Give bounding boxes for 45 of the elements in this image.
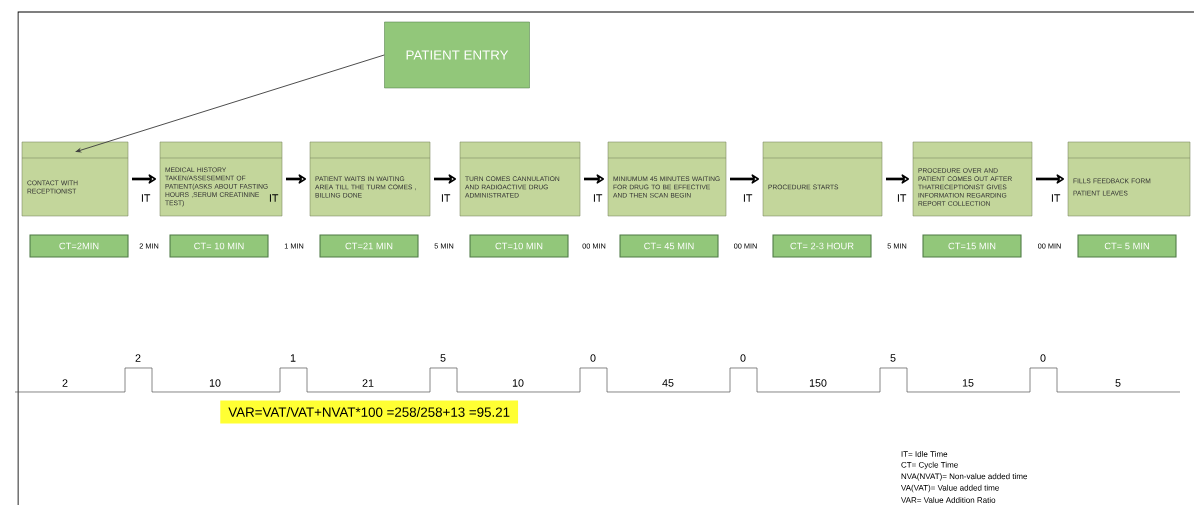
it-label: IT	[1051, 194, 1061, 202]
timeline-value: 21	[362, 379, 374, 387]
legend-text: NVA(NVAT)= Non-value added time	[901, 473, 1028, 481]
leader-arrow	[75, 54, 385, 153]
legend-text: VA(VAT)= Value added time	[901, 484, 999, 493]
cycle-time-box: CT= 45 MIN	[619, 234, 719, 258]
timeline-value: 0	[590, 354, 596, 362]
it-label: IT	[141, 194, 151, 202]
arrow	[1036, 174, 1064, 184]
it-label: IT	[269, 194, 279, 202]
legend-text: IT= Idle Time	[901, 451, 948, 457]
timeline-value: 0	[740, 354, 746, 362]
timeline-value: 10	[209, 379, 221, 387]
cycle-time-box: CT=15 MIN	[922, 234, 1022, 258]
legend-text: VAR= Value Addition Ratio	[901, 497, 996, 503]
timeline-value: 5	[440, 354, 446, 362]
timeline-value: 10	[512, 379, 524, 387]
arrow	[584, 174, 604, 184]
timeline-value: 2	[62, 379, 68, 387]
timeline-value: 2	[135, 354, 141, 362]
formula: VAR=VAT/VAT+NVAT*100 =258/258+13 =95.21	[220, 400, 519, 424]
entry-box: PATIENT ENTRY	[384, 21, 530, 89]
arrow	[886, 174, 909, 184]
timeline-value: 5	[890, 354, 896, 362]
timeline-value: 15	[962, 379, 974, 387]
timeline-value: 0	[1040, 354, 1046, 362]
cycle-time-box: CT= 10 MIN	[169, 234, 269, 258]
arrow	[132, 174, 156, 184]
timeline-value: 150	[809, 379, 827, 387]
it-label: IT	[441, 194, 451, 202]
cycle-time-box: CT= 5 MIN	[1077, 234, 1177, 258]
arrow	[286, 174, 306, 184]
arrow	[434, 174, 456, 184]
arrow	[730, 174, 759, 184]
cycle-time-box: CT=10 MIN	[469, 234, 569, 258]
it-label: IT	[743, 194, 753, 202]
cycle-time-box: CT=2MIN	[29, 234, 129, 258]
legend-text: CT= Cycle Time	[901, 461, 958, 470]
cycle-time-box: CT=21 MIN	[319, 234, 419, 258]
timeline-value: 1	[290, 354, 296, 362]
timeline-value: 45	[662, 379, 674, 387]
it-label: IT	[897, 194, 907, 202]
cycle-time-box: CT= 2-3 HOUR	[772, 234, 872, 258]
timeline-value: 5	[1115, 379, 1121, 387]
it-label: IT	[593, 194, 603, 202]
